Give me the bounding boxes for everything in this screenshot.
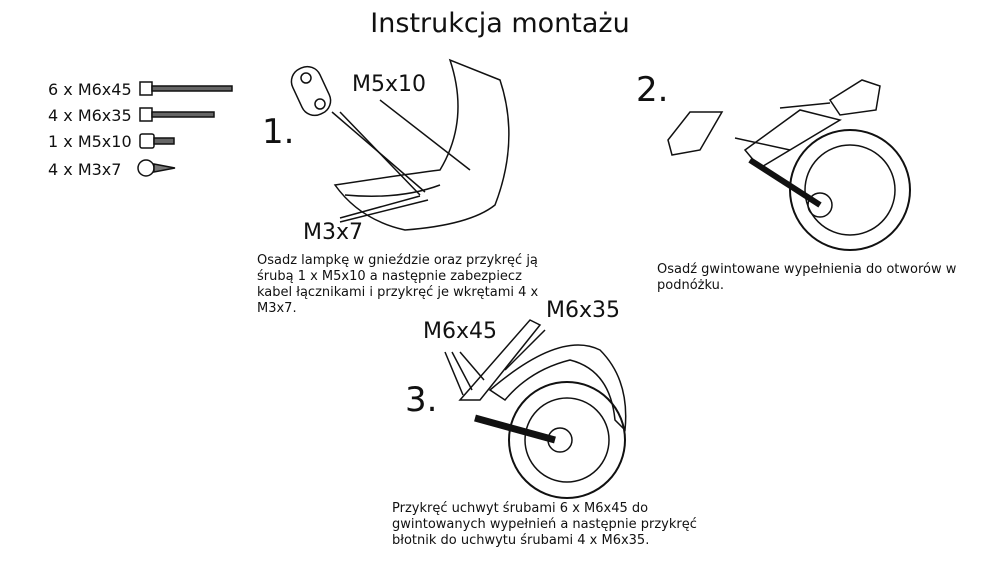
footrest-drawing [667,79,911,251]
page-title: Instrukcja montażu [370,8,630,39]
step-3-label-m6x35: M6x35 [546,298,620,323]
step-1-description: Osadz lampkę w gnieździe oraz przykręć j… [257,253,539,316]
step-1-number: 1. [262,112,295,152]
part-label: 4 x M3x7 [48,160,122,179]
lamp-bracket-drawing [290,58,510,231]
part-label: 6 x M6x45 [48,80,132,99]
step-3-description: Przykręć uchwyt śrubami 6 x M6x45 do gwi… [392,501,697,548]
step-3-number: 3. [405,380,438,420]
bolt-icon [139,107,215,122]
step-1-label-m5x10: M5x10 [352,72,426,97]
part-label: 1 x M5x10 [48,132,132,151]
step-3-label-m6x45: M6x45 [423,319,497,344]
step-2-description: Osadź gwintowane wypełnienia do otworów … [657,262,957,293]
part-label: 4 x M6x35 [48,106,132,125]
step-2-number: 2. [636,70,669,110]
step-1-label-m3x7: M3x7 [303,220,363,245]
short-bolt-icon [139,133,175,149]
screw-icon [137,159,176,177]
fender-drawing [444,319,627,499]
long-bolt-icon [139,81,233,96]
